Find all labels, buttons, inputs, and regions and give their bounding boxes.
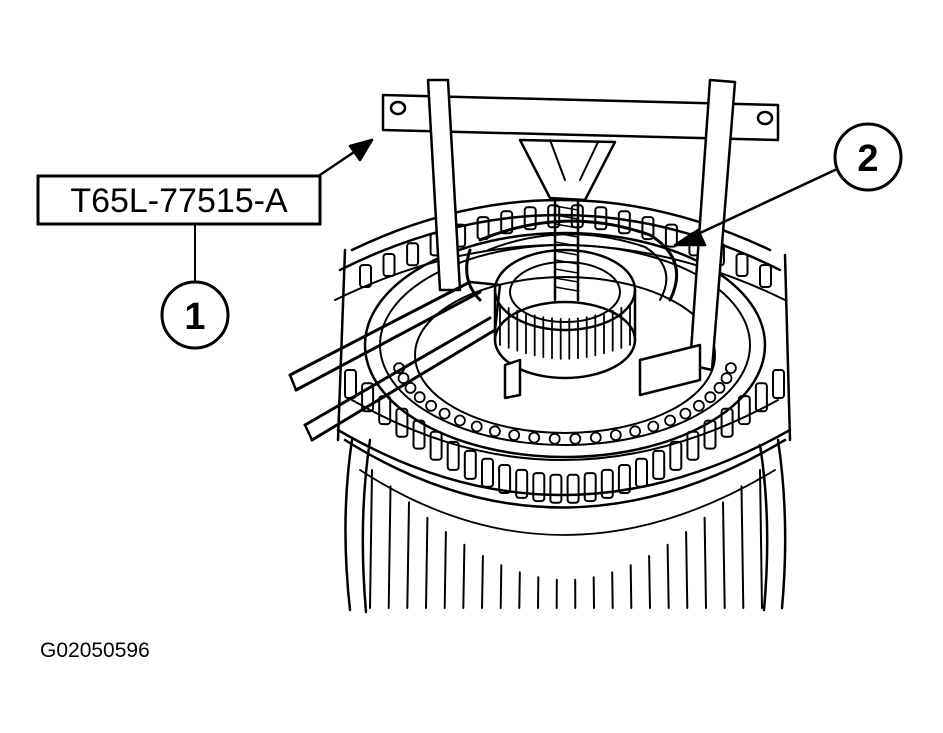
drum-spline bbox=[666, 543, 670, 609]
snap-ring-pliers bbox=[288, 280, 502, 442]
plate-tooth bbox=[583, 472, 597, 503]
plate-tooth bbox=[446, 440, 460, 471]
spring-compressor-tool bbox=[381, 78, 780, 400]
spring-hole bbox=[679, 407, 692, 420]
drum-spline bbox=[759, 469, 763, 609]
spring-hole bbox=[664, 414, 676, 427]
callout-2-text: 2 bbox=[857, 138, 878, 180]
plate-tooth bbox=[664, 223, 678, 248]
plate-tooth bbox=[735, 253, 749, 277]
plate-tooth bbox=[600, 468, 614, 499]
plate-tooth bbox=[382, 253, 396, 277]
drum-spline bbox=[703, 516, 707, 609]
drum-spline bbox=[685, 531, 689, 609]
plate-tooth bbox=[406, 242, 420, 267]
drum-spline bbox=[425, 516, 429, 609]
screw-thread bbox=[554, 241, 579, 247]
spring-hole bbox=[629, 425, 641, 438]
drum-spline bbox=[443, 531, 447, 609]
plate-tooth bbox=[772, 369, 785, 399]
tool-label: T65L-77515-A bbox=[36, 174, 322, 226]
drum-spline bbox=[369, 469, 373, 609]
spring-hole bbox=[404, 381, 417, 394]
plate-tooth bbox=[652, 449, 666, 480]
spring-hole bbox=[397, 372, 410, 385]
plate-tooth bbox=[498, 464, 512, 494]
screw-thread bbox=[554, 286, 579, 292]
figure-id: G02050596 bbox=[40, 639, 150, 662]
plate-tooth bbox=[617, 464, 631, 494]
spring-hole bbox=[569, 432, 582, 445]
spring-hole bbox=[647, 420, 660, 433]
plate-tooth bbox=[566, 473, 580, 504]
snap-ring bbox=[465, 219, 679, 302]
plate-tooth bbox=[361, 382, 375, 413]
plate-tooth bbox=[759, 264, 772, 288]
plate-tooth bbox=[594, 206, 608, 231]
spring-hole bbox=[488, 425, 501, 438]
drum-spline bbox=[740, 485, 745, 609]
callout-1-text: 1 bbox=[184, 296, 205, 338]
plate-tooth bbox=[523, 206, 537, 231]
drum-spline bbox=[481, 555, 484, 609]
drum-spline bbox=[387, 485, 392, 609]
spring-hole bbox=[589, 431, 602, 444]
screw-thread bbox=[554, 268, 579, 274]
spring-hole bbox=[704, 391, 717, 404]
plate-tooth bbox=[515, 468, 529, 499]
clutch-drum bbox=[343, 438, 787, 614]
screw-thread bbox=[554, 259, 579, 265]
screw-thread bbox=[554, 214, 579, 220]
plate-tooth bbox=[641, 216, 655, 241]
spring-hole bbox=[470, 420, 483, 433]
drum-spline bbox=[462, 543, 466, 609]
drum-spline bbox=[499, 564, 503, 609]
plate-tooth bbox=[359, 264, 372, 288]
spring-hole bbox=[693, 399, 705, 412]
spring-hole bbox=[425, 399, 438, 412]
plate-tooth bbox=[481, 457, 494, 488]
screw-thread bbox=[554, 223, 579, 229]
plate-tooth bbox=[617, 210, 631, 235]
callout-2: 2 bbox=[833, 122, 903, 192]
spring-hole bbox=[725, 362, 737, 375]
spring-hole bbox=[609, 429, 622, 442]
spring-hole bbox=[548, 432, 561, 445]
plate-tooth bbox=[500, 210, 514, 235]
drum-spline bbox=[722, 501, 726, 609]
callout-1: 1 bbox=[160, 280, 230, 350]
drum-spline bbox=[406, 501, 410, 609]
spring-hole bbox=[713, 381, 726, 394]
plate-tooth bbox=[344, 369, 357, 399]
plate-tooth bbox=[463, 449, 477, 480]
drum-spline bbox=[629, 564, 633, 609]
drum-spline bbox=[648, 555, 651, 609]
spring-hole bbox=[720, 372, 733, 385]
plate-tooth bbox=[429, 430, 443, 461]
spring-hole bbox=[413, 391, 426, 404]
plate-tooth bbox=[754, 382, 768, 413]
plate-tooth bbox=[635, 457, 648, 488]
spring-hole bbox=[438, 407, 451, 420]
drum-spline bbox=[518, 571, 521, 609]
plate-tooth bbox=[703, 419, 717, 450]
center-hub bbox=[493, 158, 637, 380]
tool-number-text: T65L-77515-A bbox=[70, 182, 288, 220]
drum-spline bbox=[611, 571, 614, 609]
screw-thread bbox=[554, 205, 579, 211]
screw-thread bbox=[554, 232, 579, 238]
screw-thread bbox=[554, 250, 579, 256]
plate-tooth bbox=[532, 472, 546, 503]
screw-thread bbox=[554, 277, 579, 283]
spring-hole bbox=[508, 429, 521, 442]
plate-tooth bbox=[549, 473, 563, 504]
spring-hole bbox=[528, 431, 541, 444]
plate-tooth bbox=[720, 407, 734, 438]
plate-tooth bbox=[669, 440, 683, 471]
spring-hole bbox=[453, 414, 466, 427]
leader-2 bbox=[673, 168, 837, 247]
piston-retainer bbox=[363, 231, 767, 459]
